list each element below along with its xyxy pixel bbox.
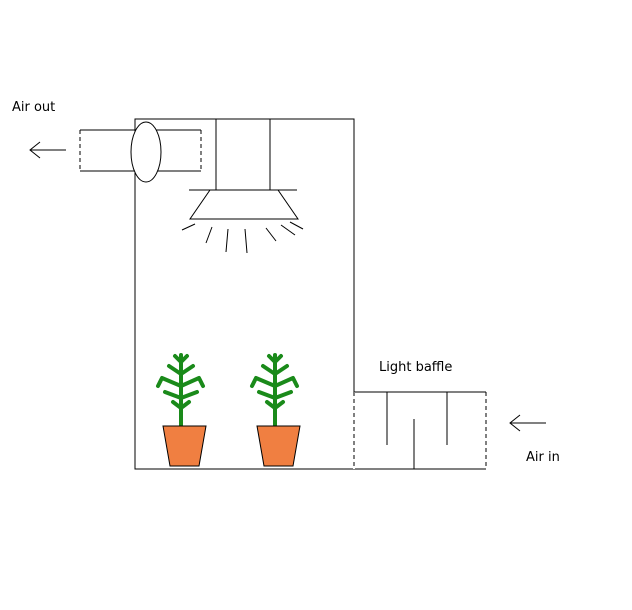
light-baffle xyxy=(353,391,487,470)
plant-icon xyxy=(250,353,299,427)
air-in-label: Air in xyxy=(526,450,560,465)
pot-icon xyxy=(256,425,301,467)
light-baffle-label: Light baffle xyxy=(379,360,453,375)
grow-box-outline xyxy=(134,118,355,470)
arrow-left-icon xyxy=(509,414,546,432)
plant-icon xyxy=(156,353,205,427)
pot-icon xyxy=(162,425,207,467)
fan-icon xyxy=(130,121,162,183)
arrow-left-icon xyxy=(29,141,66,159)
lamp-icon xyxy=(181,119,304,254)
air-out-label: Air out xyxy=(12,100,56,115)
